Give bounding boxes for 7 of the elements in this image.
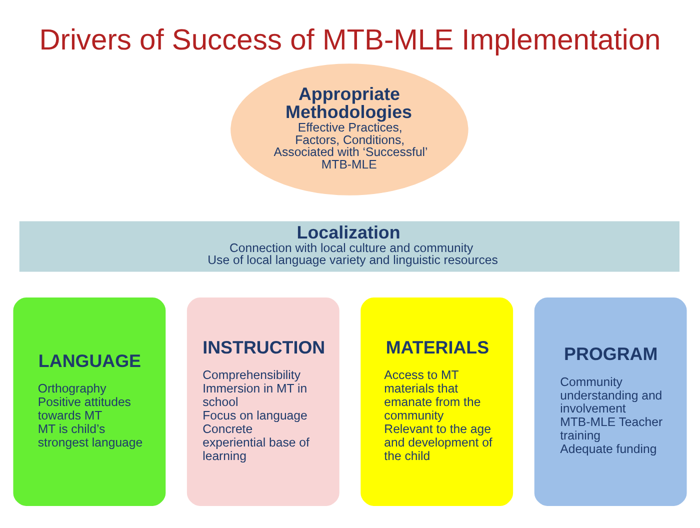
node-box: Localization Connection with local culture and community Use of local language variety and linguistic resources [18, 220, 681, 273]
node-box: PROGRAM Community understanding and involvement MTB-MLE Teacher training Adequate funding [533, 296, 688, 508]
node-ellipse: Appropriate Methodologies Effective Practices, Factors, Conditions, Associated with ‘Successful’ MTB-MLE [229, 62, 470, 197]
node-box: INSTRUCTION Comprehensibility Immersion in MT in school Focus on language Concrete experiential base of learning [186, 296, 340, 508]
node-box: LANGUAGE Orthography Positive attitudes towards MT MT is child’s strongest language [12, 296, 167, 508]
node-box: MATERIALS Access to MT materials that emanate from the community Relevant to the age and development of the child [360, 296, 514, 508]
diagram-title: Drivers of Success of MTB-MLE Implementation [39, 24, 661, 56]
